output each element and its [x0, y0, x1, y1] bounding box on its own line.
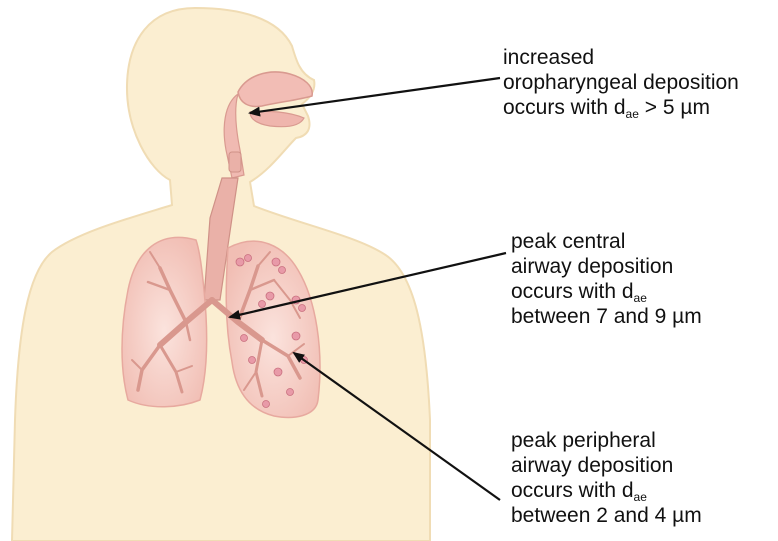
label-central-line2: airway deposition	[511, 254, 702, 279]
label-oro-line2: oropharyngeal deposition	[503, 70, 739, 95]
larynx	[229, 152, 241, 172]
label-oro-line3: occurs with dae > 5 µm	[503, 95, 739, 120]
label-central-line3-prefix: occurs with d	[511, 280, 634, 303]
label-central-airway-deposition: peak central airway deposition occurs wi…	[511, 229, 702, 329]
label-peripheral-line3: occurs with dae	[511, 478, 702, 503]
label-oro-line3-suffix: > 5 µm	[639, 96, 710, 119]
label-oropharyngeal-deposition: increased oropharyngeal deposition occur…	[503, 45, 739, 120]
label-oro-line1: increased	[503, 45, 739, 70]
label-peripheral-line4: between 2 and 4 µm	[511, 503, 702, 528]
label-central-line1: peak central	[511, 229, 702, 254]
label-peripheral-line3-sub: ae	[634, 490, 647, 504]
label-central-line4: between 7 and 9 µm	[511, 304, 702, 329]
label-peripheral-line3-prefix: occurs with d	[511, 479, 634, 502]
label-oro-line3-prefix: occurs with d	[503, 96, 626, 119]
label-oro-line3-sub: ae	[626, 107, 639, 121]
label-peripheral-line2: airway deposition	[511, 453, 702, 478]
label-central-line3-sub: ae	[634, 291, 647, 305]
label-peripheral-airway-deposition: peak peripheral airway deposition occurs…	[511, 428, 702, 528]
label-central-line3: occurs with dae	[511, 279, 702, 304]
label-peripheral-line1: peak peripheral	[511, 428, 702, 453]
